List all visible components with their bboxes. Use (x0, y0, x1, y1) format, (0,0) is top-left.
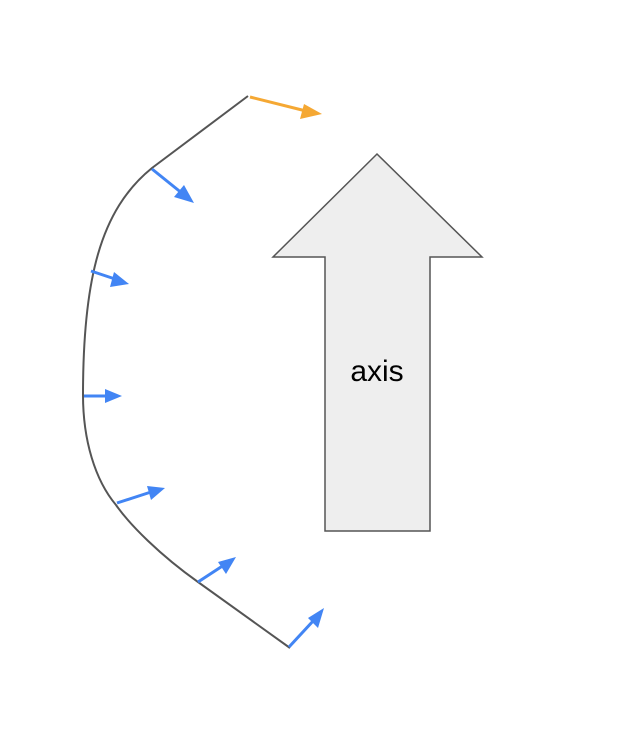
profile-curve (81, 95, 291, 649)
axis-label: axis (350, 355, 403, 388)
axis-arrow (271, 152, 484, 532)
normal-arrow-1 (151, 167, 194, 203)
highlight-normal-arrow (249, 95, 322, 119)
normal-arrow-5 (197, 557, 236, 584)
normal-arrow-4 (116, 486, 165, 505)
normal-arrow-6 (287, 608, 324, 649)
normal-arrow-3 (84, 389, 122, 403)
normal-arrow-2 (90, 269, 129, 287)
